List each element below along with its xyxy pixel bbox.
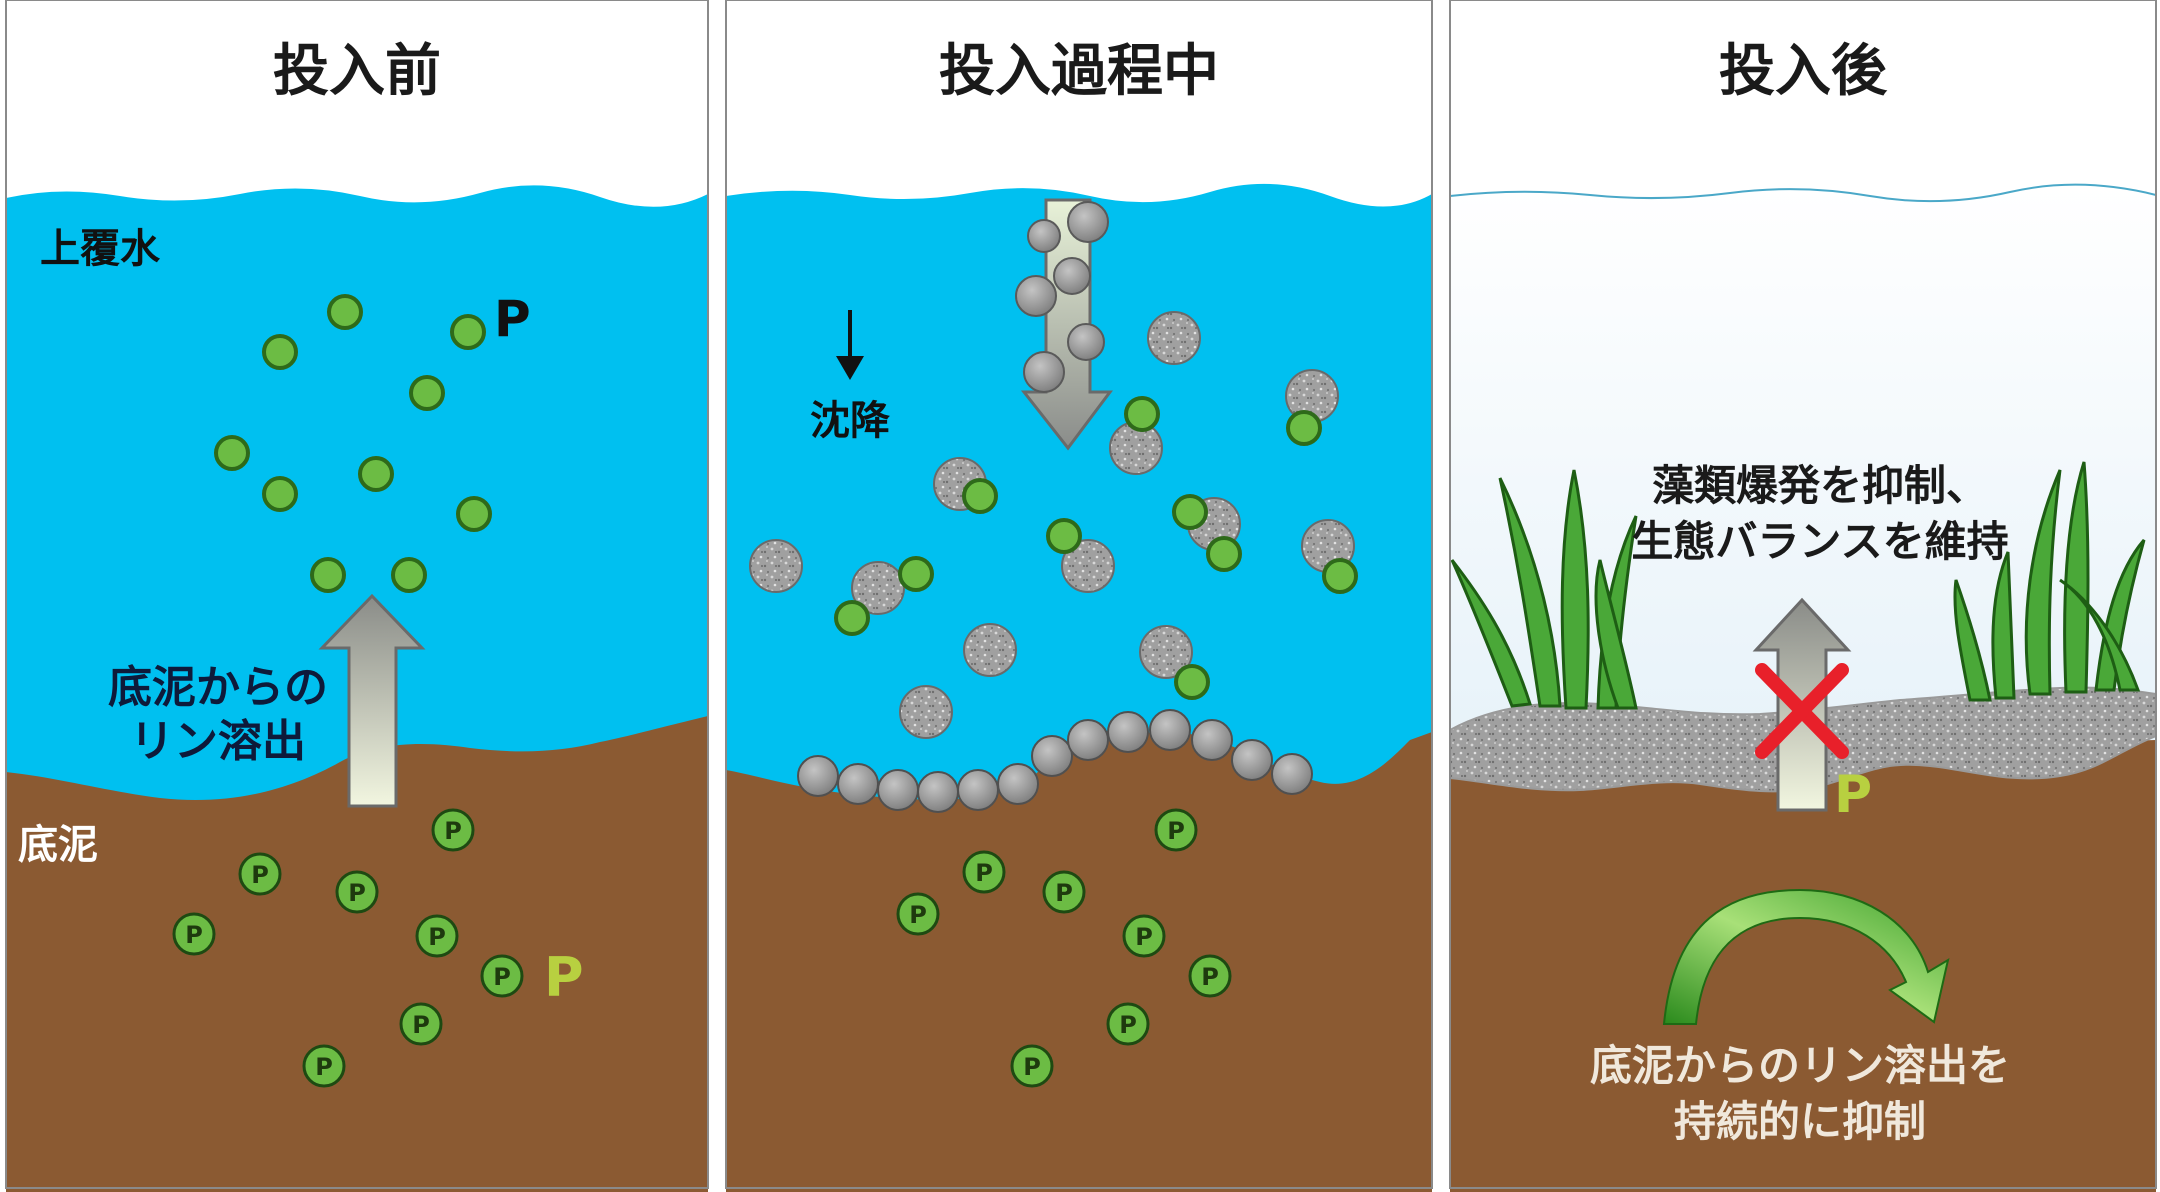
suppress-label-line1: 藻類爆発を抑制、 xyxy=(1652,461,1988,510)
p-mark: P xyxy=(185,921,203,949)
overlying-water-label: 上覆水 xyxy=(40,226,161,272)
p-mark: P xyxy=(975,859,993,887)
sediment-layer xyxy=(726,731,1432,1192)
continuous-label-line2: 持続的に抑制 xyxy=(1674,1097,1926,1146)
panel-title-before: 投入前 xyxy=(273,39,441,104)
seagrass-left xyxy=(1450,469,1638,710)
seagrass-right xyxy=(1953,461,2146,702)
settling-agent-particles xyxy=(749,311,1355,739)
p-mark: P xyxy=(428,923,446,951)
p-mark: P xyxy=(909,901,927,929)
p-mark: P xyxy=(444,817,462,845)
continuous-label-line1: 底泥からのリン溶出を xyxy=(1590,1041,2010,1090)
phosphorus-particles-water xyxy=(214,294,492,593)
p-mark: P xyxy=(315,1053,333,1081)
panel-after xyxy=(1450,0,2156,1192)
block-cross-icon xyxy=(1755,663,1849,759)
settling-indicator-arrow xyxy=(836,310,864,380)
settling-label: 沈降 xyxy=(810,398,890,444)
p-mark: P xyxy=(251,861,269,889)
continuous-suppression-arc xyxy=(1662,888,1950,1025)
panel-title-during: 投入過程中 xyxy=(939,39,1219,104)
release-arrow-up xyxy=(318,593,426,808)
p-mark: P xyxy=(412,1011,430,1039)
release-label-line2: リン溶出 xyxy=(130,716,306,767)
phosphorus-blocked-label: P xyxy=(1834,765,1872,825)
settled-agent-layer xyxy=(797,709,1313,813)
p-mark: P xyxy=(1167,817,1185,845)
panel-title-after: 投入後 xyxy=(1719,39,1888,104)
p-mark: P xyxy=(348,879,366,907)
phosphorus-label-water: P xyxy=(494,290,531,348)
sediment-layer xyxy=(1450,740,2156,1192)
panel-before: P P P P P P P P P xyxy=(6,0,708,1192)
release-label-line1: 底泥からの xyxy=(108,662,328,713)
phosphorus-label-sediment: P xyxy=(544,946,584,1009)
phosphorus-particles-sediment: P P P P P P P P xyxy=(896,808,1232,1088)
p-mark: P xyxy=(493,963,511,991)
p-mark: P xyxy=(1201,963,1219,991)
sediment-label: 底泥 xyxy=(18,822,98,868)
suppress-label-line2: 生態バランスを維持 xyxy=(1631,517,2008,566)
phosphorus-particles-bound xyxy=(834,396,1358,700)
sediment-layer xyxy=(6,716,708,1192)
phosphorus-particles-sediment: P P P P P P P P xyxy=(172,808,524,1088)
panel-during: P P P P P P P P xyxy=(726,0,1432,1192)
p-mark: P xyxy=(1135,923,1153,951)
p-mark: P xyxy=(1023,1053,1041,1081)
settling-agent-particles xyxy=(1015,201,1109,393)
p-mark: P xyxy=(1119,1011,1137,1039)
p-mark: P xyxy=(1055,879,1073,907)
water-surface-line xyxy=(1450,183,2156,203)
